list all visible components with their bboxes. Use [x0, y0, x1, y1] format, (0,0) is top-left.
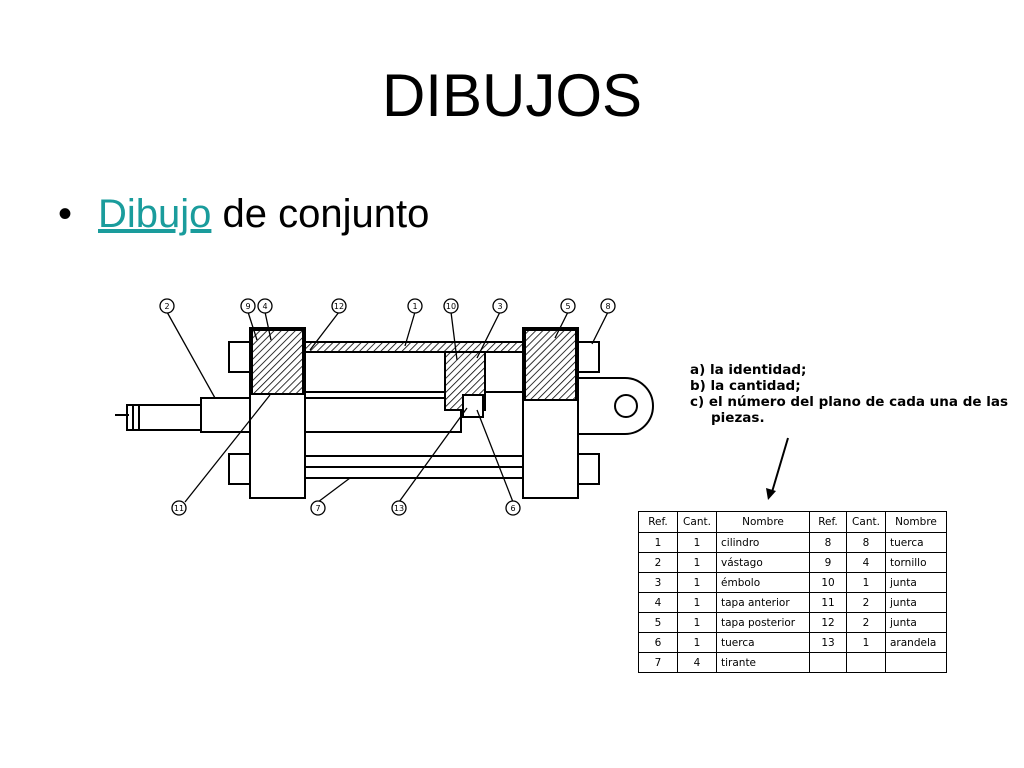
slide-title: DIBUJOS — [381, 62, 643, 129]
bullet-text: de conjunto — [211, 192, 430, 236]
table-row: 5 1 tapa posterior 12 2 junta — [638, 612, 947, 633]
cell: 12 — [809, 612, 847, 633]
cell: cilindro — [716, 532, 810, 553]
table-header-row: Ref. Cant. Nombre Ref. Cant. Nombre — [638, 511, 947, 533]
cell: 2 — [846, 612, 886, 633]
cell: 1 — [677, 552, 717, 573]
header-ref: Ref. — [638, 511, 678, 533]
bullet-item: • Dibujo de conjunto — [58, 188, 429, 240]
dibujo-link[interactable]: Dibujo — [98, 192, 212, 236]
cell — [809, 652, 847, 673]
callout-label: 12 — [334, 302, 344, 311]
table-row: 1 1 cilindro 8 8 tuerca — [638, 532, 947, 553]
callout-label: 3 — [497, 302, 502, 311]
callout-circle — [492, 298, 508, 314]
callout-circle — [407, 298, 423, 314]
note-b: b) la cantidad; — [690, 378, 801, 394]
cell: 11 — [809, 592, 847, 613]
cell: 4 — [677, 652, 717, 673]
cell: 1 — [677, 532, 717, 553]
header-nombre-2: Nombre — [885, 511, 947, 533]
callout-label: 13 — [394, 504, 404, 513]
header-nombre: Nombre — [716, 511, 810, 533]
callout-label: 6 — [510, 504, 515, 513]
cell: 1 — [677, 612, 717, 633]
cell: 2 — [638, 552, 678, 573]
cell: 5 — [638, 612, 678, 633]
bullet-dot: • — [58, 192, 73, 236]
cell: 6 — [638, 632, 678, 653]
note-a: a) la identidad; — [690, 362, 807, 378]
cell: junta — [885, 592, 947, 613]
table-row: 2 1 vástago 9 4 tornillo — [638, 552, 947, 573]
callout-circle — [560, 298, 576, 314]
callout-circle — [310, 500, 326, 516]
header-cant-2: Cant. — [846, 511, 886, 533]
note-c: c) el número del plano de cada una de la… — [690, 394, 1008, 410]
cell: tirante — [716, 652, 810, 673]
cell: arandela — [885, 632, 947, 653]
callout-label: 7 — [315, 504, 320, 513]
callout-label: 4 — [262, 302, 267, 311]
cell: tornillo — [885, 552, 947, 573]
callout-circle — [391, 500, 407, 516]
cell: 3 — [638, 572, 678, 593]
identification-notes: a) la identidad; b) la cantidad; c) el n… — [690, 362, 1008, 426]
callout-label: 11 — [174, 504, 184, 513]
table-row: 7 4 tirante — [638, 652, 947, 673]
callout-label: 2 — [164, 302, 169, 311]
cell: 10 — [809, 572, 847, 593]
cell: junta — [885, 572, 947, 593]
cell: 7 — [638, 652, 678, 673]
header-ref-2: Ref. — [809, 511, 847, 533]
table-row: 4 1 tapa anterior 11 2 junta — [638, 592, 947, 613]
callout-circle — [505, 500, 521, 516]
cell: tuerca — [885, 532, 947, 553]
callout-circle — [600, 298, 616, 314]
cell: junta — [885, 612, 947, 633]
callout-label: 10 — [446, 302, 456, 311]
cell: 1 — [677, 632, 717, 653]
cell: 1 — [846, 632, 886, 653]
cell: tapa posterior — [716, 612, 810, 633]
cell: 4 — [638, 592, 678, 613]
parts-list-table: Ref. Cant. Nombre Ref. Cant. Nombre 1 1 … — [638, 511, 947, 673]
cell: 8 — [809, 532, 847, 553]
cell — [846, 652, 886, 673]
cell — [885, 652, 947, 673]
callout-label: 8 — [605, 302, 610, 311]
assembly-drawing: 2 9 4 12 1 10 3 5 8 11 7 13 6 — [115, 298, 654, 516]
cell: tapa anterior — [716, 592, 810, 613]
cell: émbolo — [716, 572, 810, 593]
callout-circle — [331, 298, 347, 314]
callout-circle — [443, 298, 459, 314]
cell: 1 — [677, 572, 717, 593]
note-c-continued: piezas. — [711, 410, 765, 426]
cell: 1 — [677, 592, 717, 613]
callout-circle — [257, 298, 273, 314]
cell: 1 — [846, 572, 886, 593]
callout-circle — [171, 500, 187, 516]
callout-label: 5 — [565, 302, 570, 311]
cell: 2 — [846, 592, 886, 613]
callout-circle — [240, 298, 256, 314]
cell: 1 — [638, 532, 678, 553]
table-row: 6 1 tuerca 13 1 arandela — [638, 632, 947, 653]
cell: tuerca — [716, 632, 810, 653]
header-cant: Cant. — [677, 511, 717, 533]
arrow-to-table — [766, 437, 789, 500]
cell: 13 — [809, 632, 847, 653]
callout-label: 9 — [245, 302, 250, 311]
cell: vástago — [716, 552, 810, 573]
table-row: 3 1 émbolo 10 1 junta — [638, 572, 947, 593]
cell: 4 — [846, 552, 886, 573]
callout-circle — [159, 298, 175, 314]
cell: 9 — [809, 552, 847, 573]
cell: 8 — [846, 532, 886, 553]
callout-label: 1 — [412, 302, 417, 311]
